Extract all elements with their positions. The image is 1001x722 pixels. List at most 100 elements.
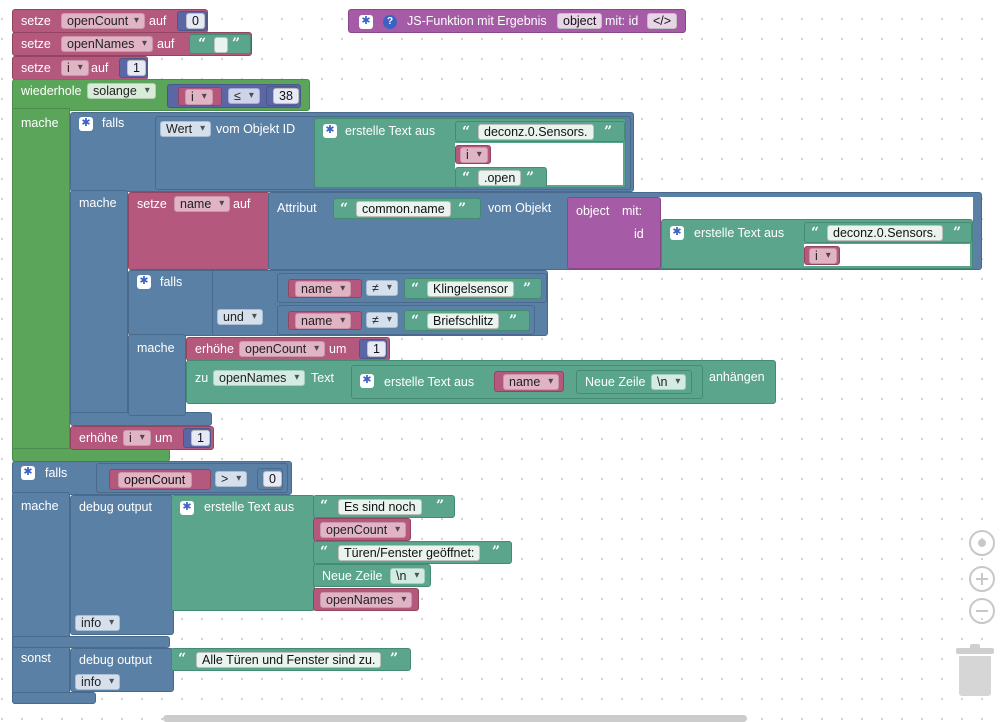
var-dropdown[interactable]: name [295, 281, 352, 297]
js-function-block[interactable]: ? JS-Funktion mit Ergebnis object mit: i… [348, 9, 686, 33]
text-field[interactable]: deconz.0.Sensors. [478, 124, 594, 140]
number-block[interactable]: 1 [119, 58, 147, 78]
var-block[interactable]: name [288, 311, 362, 330]
zoom-in-icon[interactable] [969, 566, 995, 592]
gear-icon[interactable] [180, 500, 194, 515]
var-block[interactable]: i [455, 145, 491, 164]
debug-output-block[interactable]: debug output info [70, 648, 174, 692]
var-dropdown[interactable]: openNames [213, 370, 306, 386]
var-block[interactable]: openCount [313, 518, 411, 541]
compare-block-2[interactable]: name ≠ “ Briefschlitz ” [277, 305, 535, 335]
trash-icon[interactable] [956, 644, 994, 698]
create-text-block[interactable]: erstelle Text aus “ deconz.0.Sensors. ” … [314, 118, 626, 188]
text-block[interactable]: “ deconz.0.Sensors. ” [804, 222, 972, 243]
create-text-block[interactable]: erstelle Text aus “ deconz.0.Sensors. ” … [661, 219, 973, 269]
horizontal-scrollbar[interactable] [163, 715, 747, 722]
text-field[interactable]: common.name [356, 201, 451, 217]
code-button[interactable]: </> [647, 13, 678, 29]
operator-dropdown[interactable]: ≠ [366, 312, 398, 328]
level-dropdown[interactable]: info [75, 674, 121, 690]
text-block[interactable]: “ deconz.0.Sensors. ” [455, 121, 625, 142]
compare-block[interactable]: i ≤ 38 [167, 84, 301, 108]
text-block[interactable]: “ Es sind noch ” [313, 495, 455, 518]
newline-block[interactable]: Neue Zeile \n [313, 564, 431, 587]
gear-icon[interactable] [79, 116, 93, 131]
create-text-block[interactable]: erstelle Text aus [171, 495, 315, 611]
operator-dropdown[interactable]: ≠ [366, 280, 398, 296]
number-field[interactable]: 1 [367, 341, 386, 357]
set-opennames-block[interactable]: setze openNames auf “ ” [12, 32, 252, 56]
text-field[interactable]: Alle Türen und Fenster sind zu. [196, 652, 382, 668]
set-i-block[interactable]: setze i auf 1 [12, 56, 148, 80]
var-block[interactable]: name [494, 371, 564, 392]
number-field[interactable]: 0 [263, 471, 282, 487]
text-field[interactable]: Briefschlitz [427, 313, 500, 329]
text-block[interactable]: “ Klingelsensor ” [404, 278, 542, 299]
increment-opencount-block[interactable]: erhöhe openCount um 1 [186, 337, 390, 361]
var-dropdown[interactable]: name [295, 313, 352, 329]
text-field[interactable] [214, 37, 228, 53]
compare-block[interactable]: openCount > 0 [96, 463, 288, 493]
var-block[interactable]: openNames [313, 588, 419, 611]
number-field[interactable]: 1 [191, 430, 210, 446]
var-dropdown[interactable]: openCount [320, 522, 407, 538]
var-dropdown[interactable]: openCount [61, 13, 145, 29]
text-block[interactable]: “ Türen/Fenster geöffnet: ” [313, 541, 512, 564]
newline-block[interactable]: Neue Zeile \n [576, 370, 692, 394]
set-name-block[interactable]: setze name auf [128, 192, 270, 270]
get-value-block[interactable]: Wert vom Objekt ID erstelle Text aus “ d… [155, 116, 631, 190]
create-text-block[interactable]: erstelle Text aus name Neue Zeile \n [351, 365, 703, 399]
while-mode-dropdown[interactable]: solange [87, 83, 156, 99]
var-block[interactable]: i [804, 246, 840, 265]
newline-dropdown[interactable]: \n [651, 374, 687, 390]
increment-i-block[interactable]: erhöhe i um 1 [70, 426, 214, 450]
get-attribute-block[interactable]: Attribut “ common.name ” vom Objekt obje… [268, 192, 982, 270]
text-block[interactable]: “ Briefschlitz ” [404, 310, 530, 331]
text-field[interactable]: Klingelsensor [427, 281, 515, 297]
level-dropdown[interactable]: info [75, 615, 121, 631]
var-dropdown[interactable]: name [174, 196, 231, 212]
number-block[interactable]: 1 [359, 339, 387, 359]
number-field[interactable]: 38 [273, 88, 299, 104]
var-field[interactable]: openCount [118, 472, 193, 488]
operator-dropdown[interactable]: > [215, 471, 248, 487]
number-field[interactable]: 0 [186, 13, 205, 29]
gear-icon[interactable] [323, 123, 337, 138]
var-block[interactable]: name [288, 279, 362, 298]
var-dropdown[interactable]: openNames [320, 592, 413, 608]
gear-icon[interactable] [360, 373, 374, 388]
text-field[interactable]: .open [478, 170, 522, 186]
var-block[interactable]: openCount [109, 469, 211, 490]
and-dropdown[interactable]: und [217, 309, 263, 325]
var-dropdown[interactable]: i [61, 60, 89, 76]
zoom-out-icon[interactable] [969, 598, 995, 624]
text-field[interactable]: deconz.0.Sensors. [827, 225, 943, 241]
text-block[interactable]: “ Alle Türen und Fenster sind zu. ” [171, 648, 411, 671]
text-field[interactable]: Türen/Fenster geöffnet: [338, 545, 481, 561]
compare-block-1[interactable]: name ≠ “ Klingelsensor ” [277, 273, 547, 303]
var-dropdown[interactable]: name [503, 374, 560, 390]
var-dropdown[interactable]: i [460, 147, 488, 163]
and-block[interactable]: name ≠ “ Klingelsensor ” und name ≠ “ Br… [212, 270, 548, 336]
text-field[interactable]: Es sind noch [338, 499, 422, 515]
operator-dropdown[interactable]: ≤ [228, 88, 260, 104]
newline-dropdown[interactable]: \n [390, 568, 426, 584]
number-block[interactable]: 0 [177, 11, 207, 31]
gear-icon[interactable] [21, 465, 35, 480]
target-icon[interactable] [969, 530, 995, 556]
text-block[interactable]: “ .open ” [455, 167, 547, 188]
number-block[interactable]: 38 [266, 86, 299, 106]
var-dropdown[interactable]: i [809, 248, 837, 264]
param-field[interactable]: object [557, 13, 603, 29]
number-block[interactable]: 0 [257, 468, 283, 490]
var-block[interactable]: i [178, 87, 222, 106]
var-dropdown[interactable]: i [123, 430, 151, 446]
number-field[interactable]: 1 [127, 60, 146, 76]
text-block[interactable]: “ common.name ” [333, 198, 481, 219]
empty-text-block[interactable]: “ ” [189, 34, 251, 54]
set-opencount-block[interactable]: setze openCount auf 0 [12, 9, 208, 33]
help-icon[interactable]: ? [383, 15, 397, 29]
number-block[interactable]: 1 [183, 428, 211, 448]
var-dropdown[interactable]: openNames [61, 36, 153, 52]
gear-icon[interactable] [137, 274, 151, 289]
